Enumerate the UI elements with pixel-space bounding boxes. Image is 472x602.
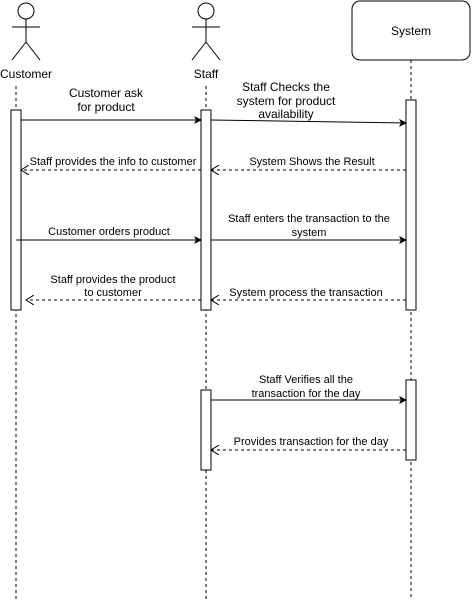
message-provides-transaction-for-day: Provides transaction for the day (211, 436, 406, 450)
message-staff-provides-info: Staff provides the info to customer (21, 156, 201, 170)
customer-actor-right-leg (25, 41, 41, 61)
staff-activation-bar-1 (200, 109, 212, 311)
message-customer-orders-product: Customer orders product (16, 226, 202, 244)
message-label-line: Staff Checks the (242, 80, 330, 94)
system-activation-bar-1 (405, 99, 417, 311)
staff-actor: Staff (191, 2, 221, 81)
message-label-line: for product (77, 100, 135, 114)
customer-actor-left-leg (11, 41, 27, 61)
message-label-line: System Shows the Result (249, 156, 374, 168)
message-system-process-transaction: System process the transaction (211, 287, 406, 300)
message-label-line: transaction for the day (252, 388, 361, 400)
message-label-line: Staff Verifies all the (259, 374, 353, 386)
system-activation-bar-2 (405, 379, 417, 461)
message-label-line: system (292, 227, 327, 239)
customer-activation-bar (10, 109, 22, 311)
message-label-line: Customer ask (69, 86, 144, 100)
staff-actor-right-leg (205, 41, 221, 61)
system-label: System (391, 24, 431, 38)
message-label-line: availability (258, 107, 313, 121)
message-staff-checks-system: Staff Checks the system for product avai… (210, 80, 407, 127)
message-staff-enters-transaction: Staff enters the transaction to the syst… (211, 213, 407, 244)
message-label-line: Staff provides the product (50, 274, 175, 286)
customer-label: Customer (0, 67, 52, 81)
staff-actor-head (197, 2, 215, 20)
staff-label: Staff (194, 67, 219, 81)
message-label-line: system for product (237, 94, 336, 108)
message-customer-ask-for-product: Customer ask for product (21, 86, 202, 124)
message-label-line: Provides transaction for the day (234, 436, 389, 448)
customer-actor: Customer (0, 2, 52, 81)
customer-actor-head (17, 2, 35, 20)
staff-actor-left-leg (191, 41, 207, 61)
message-label-line: Staff provides the info to customer (30, 156, 197, 168)
message-staff-provides-product: Staff provides the product to customer (26, 274, 201, 300)
message-label-line: Customer orders product (48, 226, 170, 238)
message-arrow (210, 118, 407, 127)
message-label-line: Staff enters the transaction to the (228, 213, 390, 225)
message-label-line: to customer (84, 287, 142, 299)
message-staff-verifies-transactions: Staff Verifies all the transaction for t… (211, 374, 407, 404)
message-label-line: System process the transaction (229, 287, 382, 299)
system-participant: System (351, 0, 471, 61)
staff-activation-bar-2 (200, 389, 212, 471)
message-system-shows-result: System Shows the Result (211, 156, 406, 170)
